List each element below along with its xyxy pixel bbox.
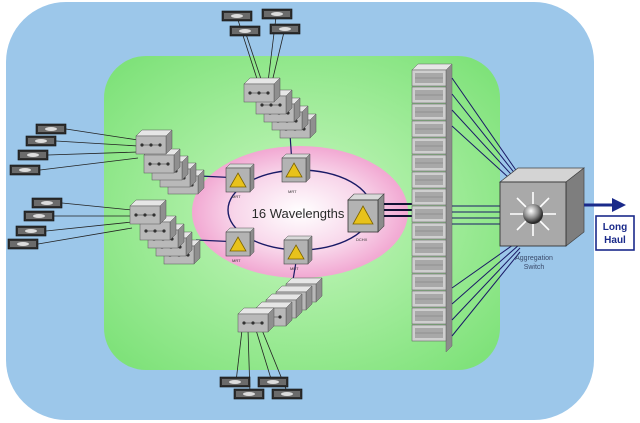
terminal-device (15, 225, 47, 237)
terminal-device (229, 25, 261, 37)
terminal-device (233, 388, 265, 400)
network-device (129, 199, 167, 225)
switch-core-icon (523, 204, 543, 224)
rack-switch (411, 324, 447, 342)
left-upper-links (39, 128, 139, 171)
ring-node-lower-right (283, 235, 313, 265)
terminal-device (35, 123, 67, 135)
ring-node-lower-left (225, 227, 255, 257)
terminal-device (25, 135, 57, 147)
long-haul-label: Haul (604, 235, 626, 246)
rack-switch (411, 205, 447, 223)
rack-switch (411, 171, 447, 189)
terminal-device (221, 10, 253, 22)
ring-node-upper-right (281, 153, 311, 183)
rack-switch (411, 154, 447, 172)
long-haul-label: Long (603, 222, 627, 233)
ring-label: 16 Wavelengths (252, 206, 345, 221)
ring-node-label: MRT (232, 194, 241, 199)
rack-switch (411, 103, 447, 121)
warning-icon (352, 205, 374, 225)
terminal-device (23, 210, 55, 222)
terminal-device (17, 149, 49, 161)
network-device (237, 307, 275, 333)
rack-switch (411, 86, 447, 104)
rack-to-aggregation-links (451, 77, 521, 337)
aggregation-switch (498, 167, 586, 247)
long-haul-box: Long Haul (595, 215, 635, 251)
rack-switch (411, 290, 447, 308)
rack-switch (411, 307, 447, 325)
terminal-device (269, 23, 301, 35)
rack-switch (411, 188, 447, 206)
rack-switch (411, 120, 447, 138)
network-device (243, 77, 281, 103)
terminal-device (271, 388, 303, 400)
terminal-device (257, 376, 289, 388)
rack-switch (411, 137, 447, 155)
ring-node-upper-left (225, 163, 255, 193)
hub-to-rack-links (384, 203, 414, 217)
terminal-device (219, 376, 251, 388)
network-device (135, 129, 173, 155)
rack-switch (411, 239, 447, 257)
rack-switch (411, 273, 447, 291)
terminal-device (261, 8, 293, 20)
hub-switch-label: DCHX (356, 237, 368, 242)
rack-switch (411, 222, 447, 240)
left-lower-links (37, 202, 133, 245)
aggregation-switch-label: Aggregation (515, 255, 553, 262)
terminal-device (9, 164, 41, 176)
terminal-device (31, 197, 63, 209)
ring-node-label: MRT (288, 189, 297, 194)
aggregation-switch-label: Switch (524, 264, 545, 271)
ring-node-label: MRT (290, 266, 299, 271)
bottom-links (235, 329, 289, 395)
switch-rack (411, 63, 453, 353)
rack-switch (411, 69, 447, 87)
rack-switch (411, 256, 447, 274)
long-haul-arrow (584, 198, 626, 212)
terminal-device (7, 238, 39, 250)
hub-switch (347, 193, 385, 233)
ring-node-label: MRT (232, 258, 241, 263)
